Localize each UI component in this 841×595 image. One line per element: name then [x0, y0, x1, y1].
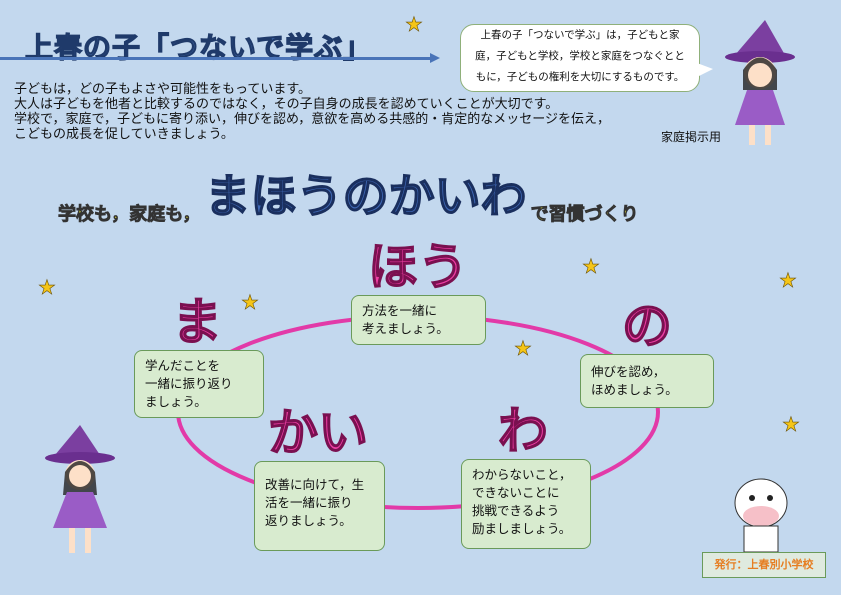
star-icon: ★: [38, 275, 57, 300]
intro-line: 子どもは，どの子もよさや可能性をもっています。: [14, 82, 312, 97]
cow-illustration: [734, 478, 788, 552]
box-line: できないことに: [472, 485, 560, 500]
cycle-box-no: 伸びを認め， ほめましょう。: [580, 354, 714, 408]
box-line: ほめましょう。: [591, 382, 678, 397]
slogan-main: まほうのかいわ: [204, 168, 528, 224]
witch-illustration: [45, 425, 115, 553]
arrow-head-icon: [430, 53, 440, 63]
bubble-line: もに，子どもの権利を大切にするものです。: [475, 71, 685, 83]
star-icon: ★: [405, 12, 424, 37]
slogan-part1: 学校も，: [58, 204, 130, 226]
box-line: 伸びを認め，: [591, 364, 666, 379]
cycle-box-ma: 学んだことを 一緒に振り返り ましょう。: [134, 350, 264, 418]
star-icon: ★: [241, 290, 260, 315]
kana-kai: かい: [267, 404, 369, 462]
box-line: 改善に向けて，生: [265, 477, 365, 492]
box-line: 一緒に振り返り: [145, 376, 233, 391]
cycle-box-kai: 改善に向けて，生 活を一緒に振り 返りましょう。: [254, 461, 385, 551]
box-line: 活を一緒に振り: [265, 495, 353, 510]
kana-no: の: [621, 297, 673, 355]
star-icon: ★: [782, 412, 801, 437]
box-line: 励ましましょう。: [472, 521, 572, 536]
cycle-box-hou: 方法を一緒に 考えましょう。: [351, 295, 486, 345]
slogan-tail: で習慣づくり: [530, 204, 639, 226]
title-underline: [0, 57, 432, 60]
box-line: わからないこと，: [472, 467, 572, 482]
star-icon: ★: [779, 268, 798, 293]
intro-line: こどもの成長を促していきましょう。: [14, 127, 234, 142]
slogan: 学校も， 家庭も， まほうのかいわ で習慣づくり: [58, 160, 818, 226]
intro-line: 学校で，家庭で，子どもに寄り添い，伸びを認め，意欲を高める共感的・肯定的なメッセ…: [14, 112, 611, 127]
kana-wa: わ: [497, 402, 549, 460]
kana-hou: ほう: [367, 238, 469, 296]
box-line: 挑戦できるよう: [472, 503, 560, 518]
bubble-line: 庭，子どもと学校，学校と家庭をつなぐとと: [475, 50, 685, 62]
kana-ma: ま: [171, 293, 223, 351]
intro-line: 大人は子どもを他者と比較するのではなく，その子自身の成長を認めていくことが大切で…: [14, 97, 559, 112]
speech-bubble: 上春の子「つないで学ぶ」は，子どもと家 庭，子どもと学校，学校と家庭をつなぐとと…: [460, 24, 713, 92]
box-line: ましょう。: [145, 394, 207, 409]
star-icon: ★: [514, 336, 533, 361]
publisher-label: 発行：上春別小学校: [702, 552, 826, 578]
witch-illustration: [725, 20, 795, 145]
cycle-box-wa: わからないこと， できないことに 挑戦できるよう 励ましましょう。: [461, 459, 591, 549]
box-line: 考えましょう。: [362, 321, 449, 336]
slogan-part2: 家庭も，: [129, 204, 201, 226]
bubble-line: 上春の子「つないで学ぶ」は，子どもと家: [480, 29, 680, 41]
box-line: 方法を一緒に: [362, 303, 438, 318]
usage-label: 家庭掲示用: [661, 130, 722, 144]
box-line: 返りましょう。: [265, 513, 352, 528]
star-icon: ★: [582, 254, 601, 279]
box-line: 学んだことを: [145, 358, 221, 373]
intro-text: 子どもは，どの子もよさや可能性をもっています。 大人は子どもを他者と比較するので…: [14, 82, 610, 142]
